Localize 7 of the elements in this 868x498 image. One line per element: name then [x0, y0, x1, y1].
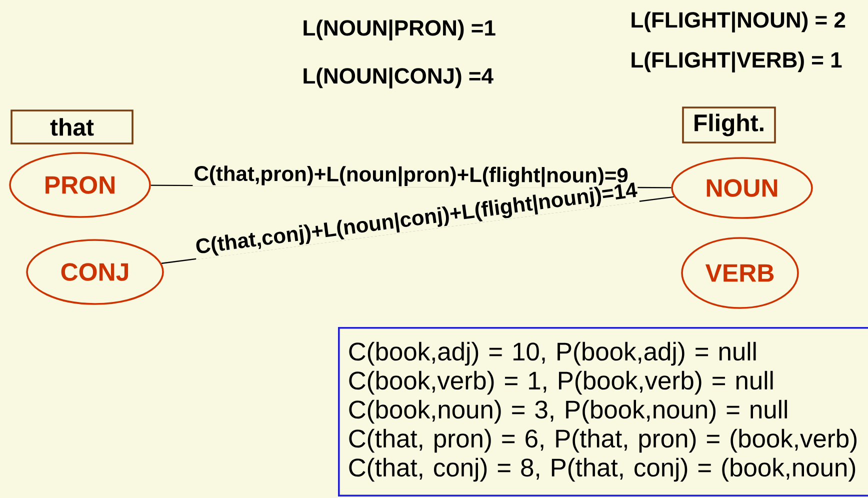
count-table-box: C(book,adj) = 10, P(book,adj) = null C(book,verb) = 1, P(book,verb) = null C(book,noun) = 3, P(book,noun) = null C(that, pron) = 6, P(that, pron) = (book,verb) C(that, conj) = 8, P(that, conj) = (book,noun)	[338, 327, 868, 497]
word-box: Flight.	[682, 106, 776, 144]
likelihood-label: L(FLIGHT|VERB) = 1	[632, 52, 842, 72]
likelihood-label: L(FLIGHT|NOUN) = 2	[632, 12, 846, 32]
word-box: that	[10, 110, 134, 144]
likelihood-label: L(NOUN|CONJ) =4	[304, 68, 494, 88]
likelihood-label: L(NOUN|PRON) =1	[304, 20, 496, 40]
